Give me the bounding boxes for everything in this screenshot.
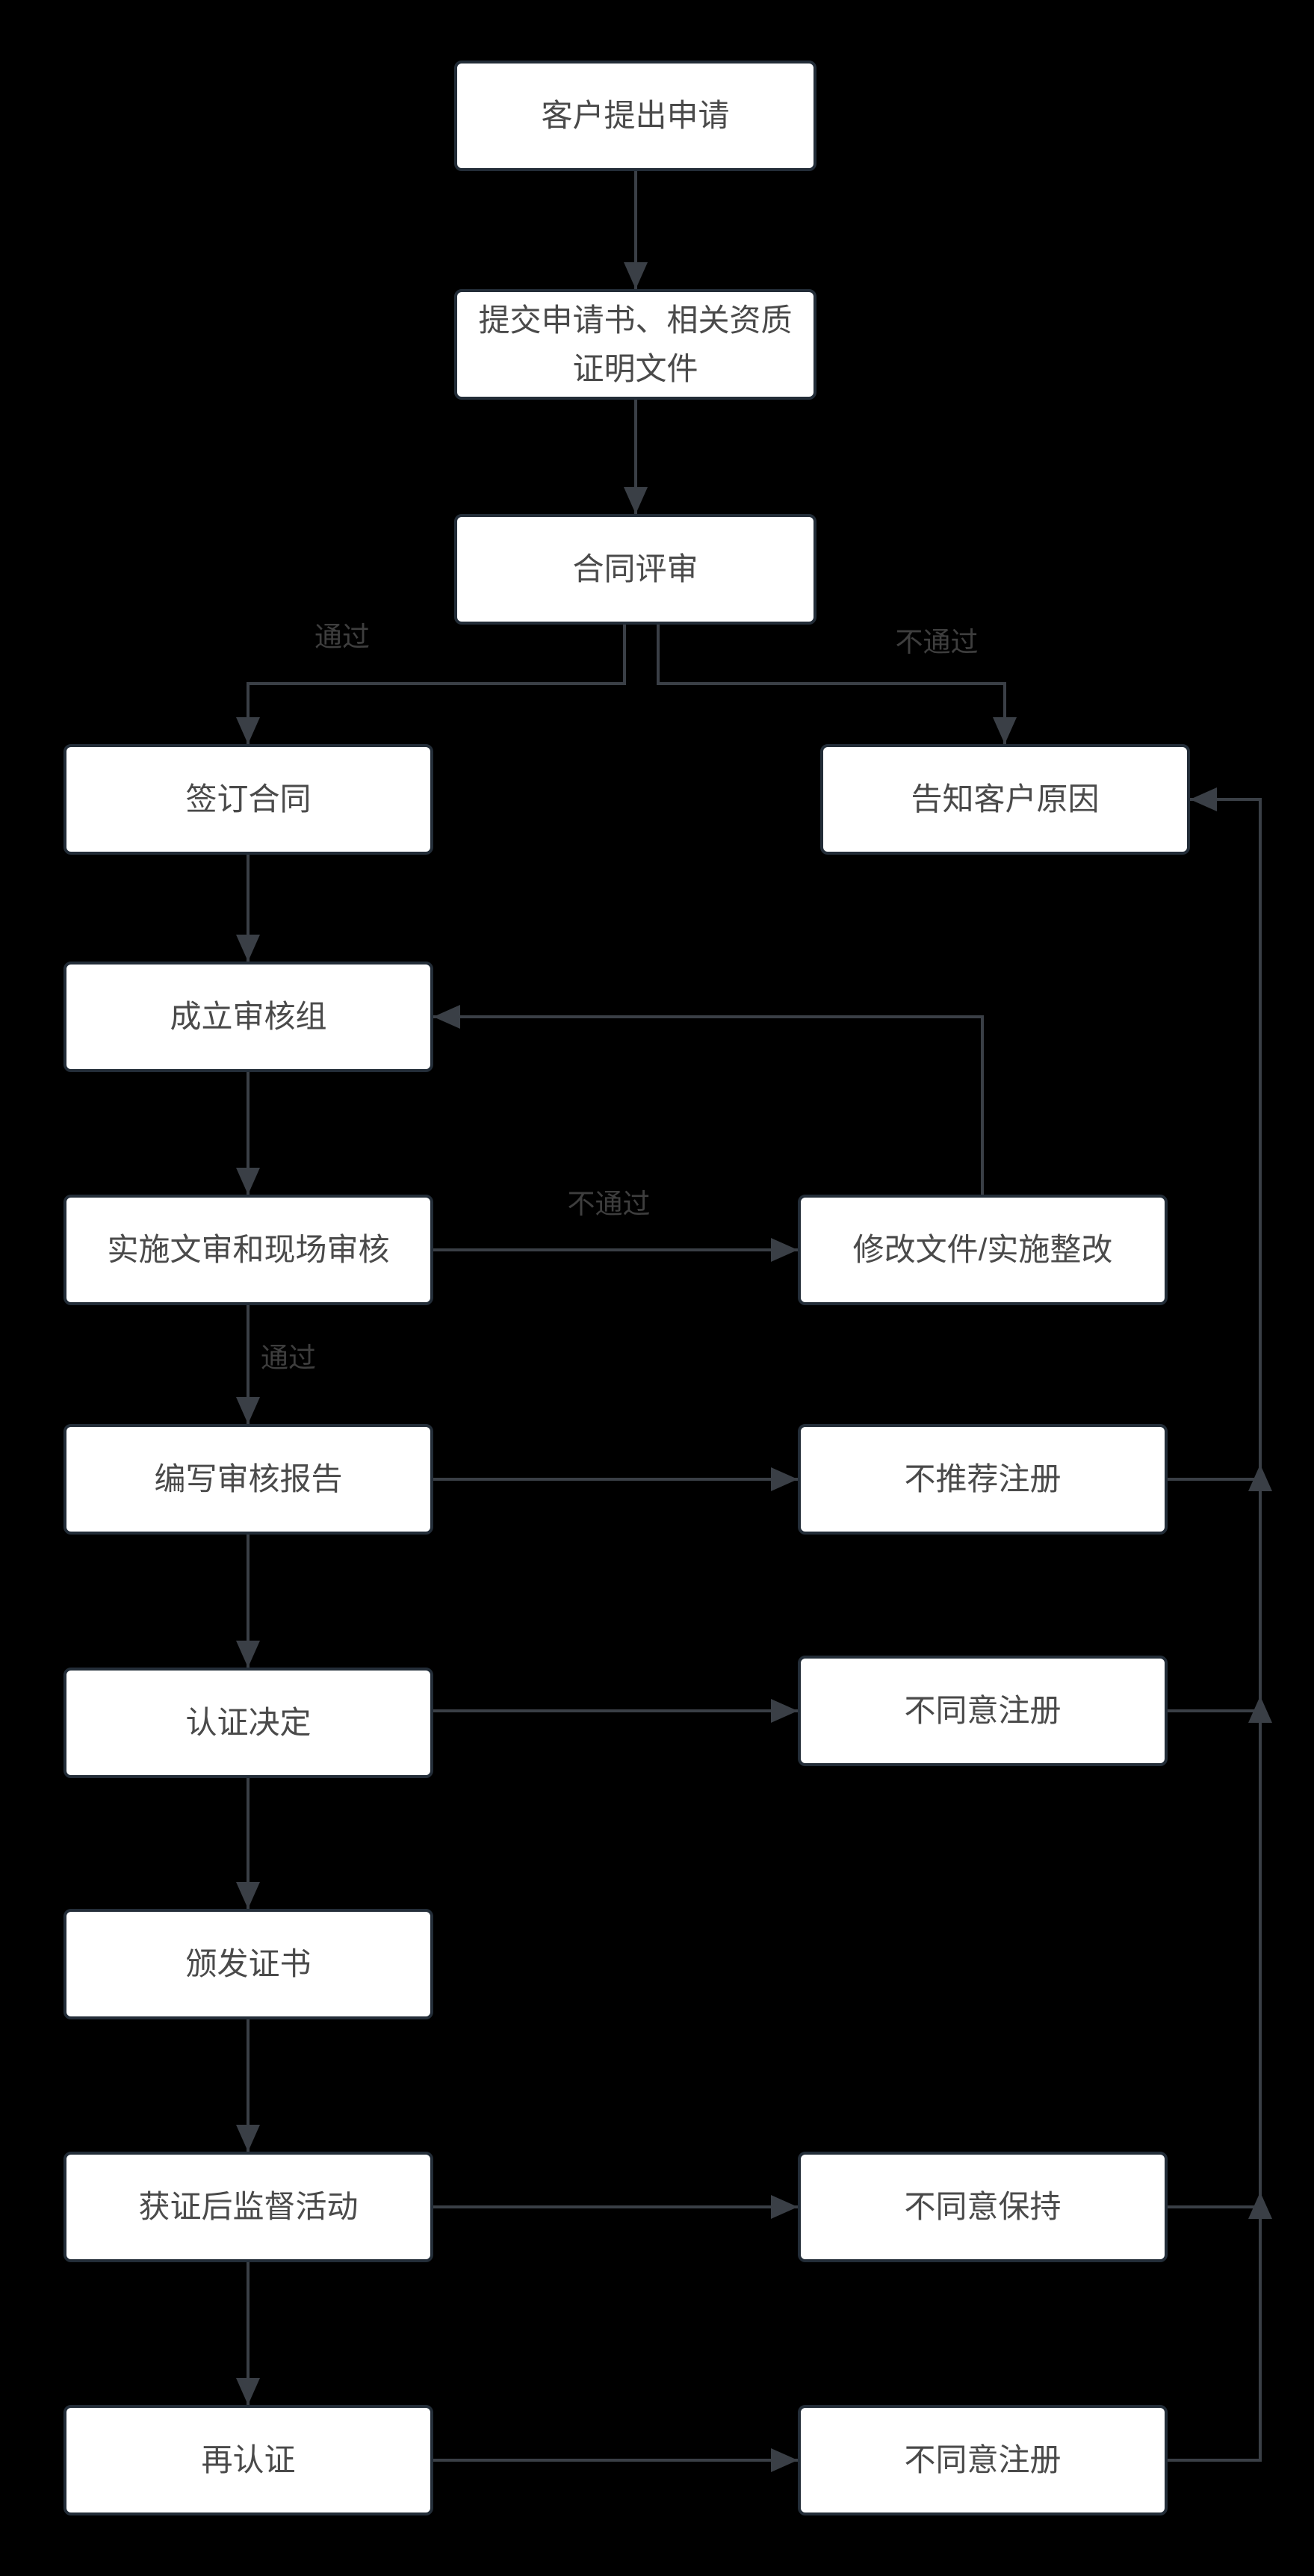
edge-label: 通过 [314, 622, 370, 652]
arrowhead-team-to-audit [236, 1168, 260, 1195]
arrowhead-submit-to-review [624, 487, 648, 514]
flow-node-inform-customer: 告知客户原因 [820, 744, 1190, 855]
arrowhead-surv-to-nomaintain [771, 2195, 798, 2219]
flow-node-label: 颁发证书 [185, 1946, 312, 1982]
arrowhead-surv-to-recert [236, 2378, 260, 2405]
arrowhead-audit-fail-to-rectify [771, 1238, 798, 1262]
flow-node-label: 认证决定 [185, 1705, 312, 1741]
flow-node-submit-documents: 提交申请书、相关资质证明文件 [454, 289, 816, 400]
flow-node-audit-report: 编写审核报告 [63, 1424, 433, 1535]
flow-node-issue-certificate: 颁发证书 [63, 1909, 433, 2019]
flow-node-label: 再认证 [201, 2442, 296, 2478]
flow-node-contract-review: 合同评审 [454, 514, 816, 625]
arrowhead-sign-to-team [236, 935, 260, 962]
arrowhead-audit-pass-to-report [236, 1397, 260, 1424]
arrowhead-decision-to-certificate [236, 1882, 260, 1909]
flow-node-disagree-register-2: 不同意注册 [798, 2405, 1168, 2515]
flow-node-doc-onsite-audit: 实施文审和现场审核 [63, 1195, 433, 1305]
edge-review-pass-to-sign [247, 625, 626, 744]
edge-label: 不通过 [567, 1189, 651, 1219]
rail-up-arrowhead-1 [1248, 1696, 1272, 1723]
flow-node-label: 合同评审 [572, 551, 698, 587]
flow-node-disagree-maintain: 不同意保持 [798, 2152, 1168, 2262]
flow-node-label: 告知客户原因 [911, 781, 1100, 817]
edge-label: 通过 [261, 1343, 316, 1373]
flow-node-label: 不推荐注册 [904, 1461, 1062, 1497]
edge-review-fail-to-inform [657, 625, 1006, 744]
flow-node-label: 实施文审和现场审核 [107, 1232, 390, 1268]
flow-node-recertification: 再认证 [63, 2405, 433, 2515]
flow-node-label: 提交申请书、相关资质证明文件 [478, 302, 793, 386]
flow-node-customer-apply: 客户提出申请 [454, 61, 816, 171]
arrowhead-report-to-notrecommend [771, 1467, 798, 1491]
arrowhead-certificate-to-surv [236, 2125, 260, 2152]
flow-node-label: 获证后监督活动 [138, 2189, 359, 2225]
flow-node-disagree-register-1: 不同意注册 [798, 1656, 1168, 1766]
flow-node-sign-contract: 签订合同 [63, 744, 433, 855]
arrowhead-recert-to-disagree2 [771, 2448, 798, 2472]
rail-up-arrowhead-2 [1248, 2192, 1272, 2219]
rail-up-arrowhead-0 [1248, 1464, 1272, 1491]
arrowhead-review-fail-to-inform [993, 717, 1017, 744]
flow-node-label: 客户提出申请 [541, 98, 730, 134]
flow-node-label: 不同意保持 [904, 2189, 1062, 2225]
flow-node-form-audit-team: 成立审核组 [63, 962, 433, 1072]
flow-node-label: 修改文件/实施整改 [852, 1232, 1113, 1268]
arrowhead-review-pass-to-sign [236, 717, 260, 744]
flow-node-label: 不同意注册 [904, 1693, 1062, 1729]
flow-node-rectification: 修改文件/实施整改 [798, 1195, 1168, 1305]
arrowhead-apply-to-submit [624, 262, 648, 289]
arrowhead-rectify-back-to-team [433, 1005, 460, 1029]
flow-node-post-cert-surveillance: 获证后监督活动 [63, 2152, 433, 2262]
flow-node-label: 成立审核组 [170, 999, 327, 1035]
edge-label: 不通过 [895, 627, 979, 657]
flow-node-label: 编写审核报告 [154, 1461, 343, 1497]
edge-rectify-back-to-team [433, 1015, 984, 1195]
arrowhead-decision-to-disagree1 [771, 1699, 798, 1723]
flow-node-cert-decision: 认证决定 [63, 1668, 433, 1778]
flow-node-label: 不同意注册 [904, 2442, 1062, 2478]
arrowhead-report-to-decision [236, 1641, 260, 1668]
flow-node-label: 签订合同 [185, 781, 312, 817]
edge-return-rail-to-inform [1168, 798, 1262, 2462]
arrowhead-return-rail-to-inform [1190, 787, 1217, 811]
flow-node-not-recommend-register: 不推荐注册 [798, 1424, 1168, 1535]
